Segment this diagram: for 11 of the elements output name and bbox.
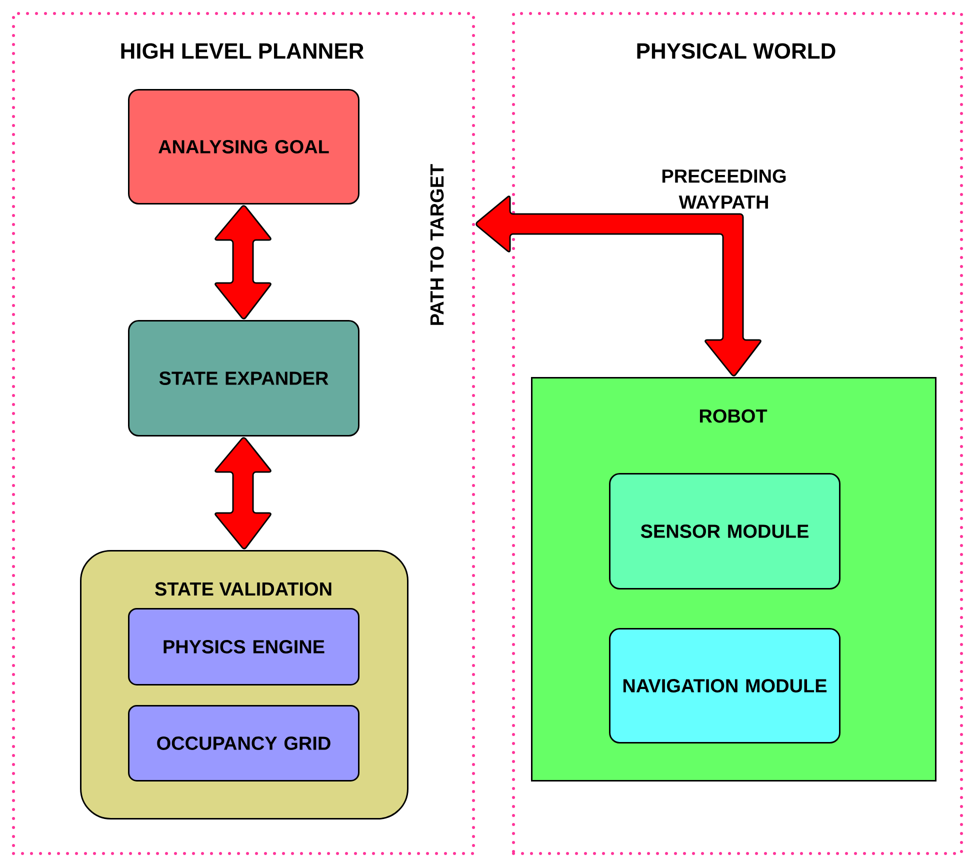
double-arrow	[214, 205, 272, 320]
double-arrow	[214, 437, 272, 550]
edge-label: PRECEEDING WAYPATH	[662, 169, 786, 209]
double-arrow	[476, 196, 762, 376]
process-box: PHYSICS ENGINE	[128, 608, 360, 686]
process-box: NAVIGATION MODULE	[609, 628, 840, 744]
process-box: SENSOR MODULE	[609, 473, 840, 590]
process-box: OCCUPANCY GRID	[128, 705, 360, 782]
rotated-label: PATH TO TARGET	[430, 164, 444, 325]
process-box: STATE EXPANDER	[128, 320, 360, 436]
process-box: ANALYSING GOAL	[128, 89, 360, 204]
